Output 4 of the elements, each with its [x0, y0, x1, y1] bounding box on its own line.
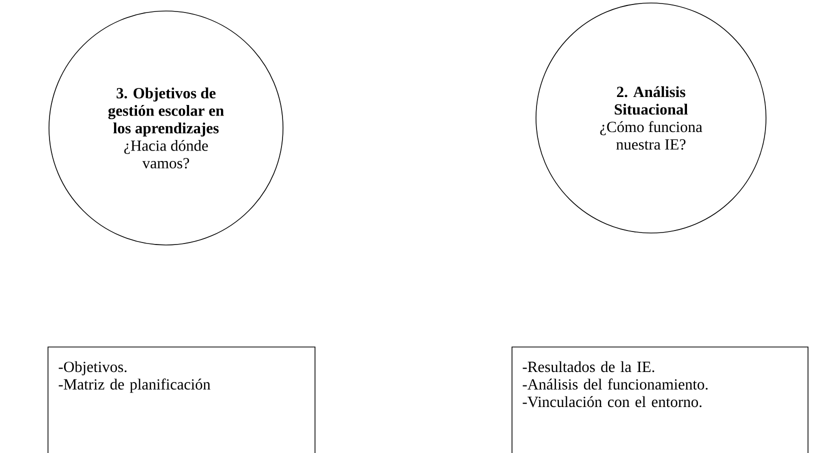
circle-node: 2. Análisis Situacional ¿Cómo funciona nuestra IE? [536, 2, 766, 234]
circle-node: 3. Objetivos de gestión escolar en los aprendizajes ¿Hacia dónde vamos? [48, 10, 284, 246]
open-box: -Objetivos. -Matriz de planificación [48, 346, 316, 453]
open-box: -Resultados de la IE. -Análisis del funcionamiento. -Vinculación con el entorno. [512, 346, 808, 453]
